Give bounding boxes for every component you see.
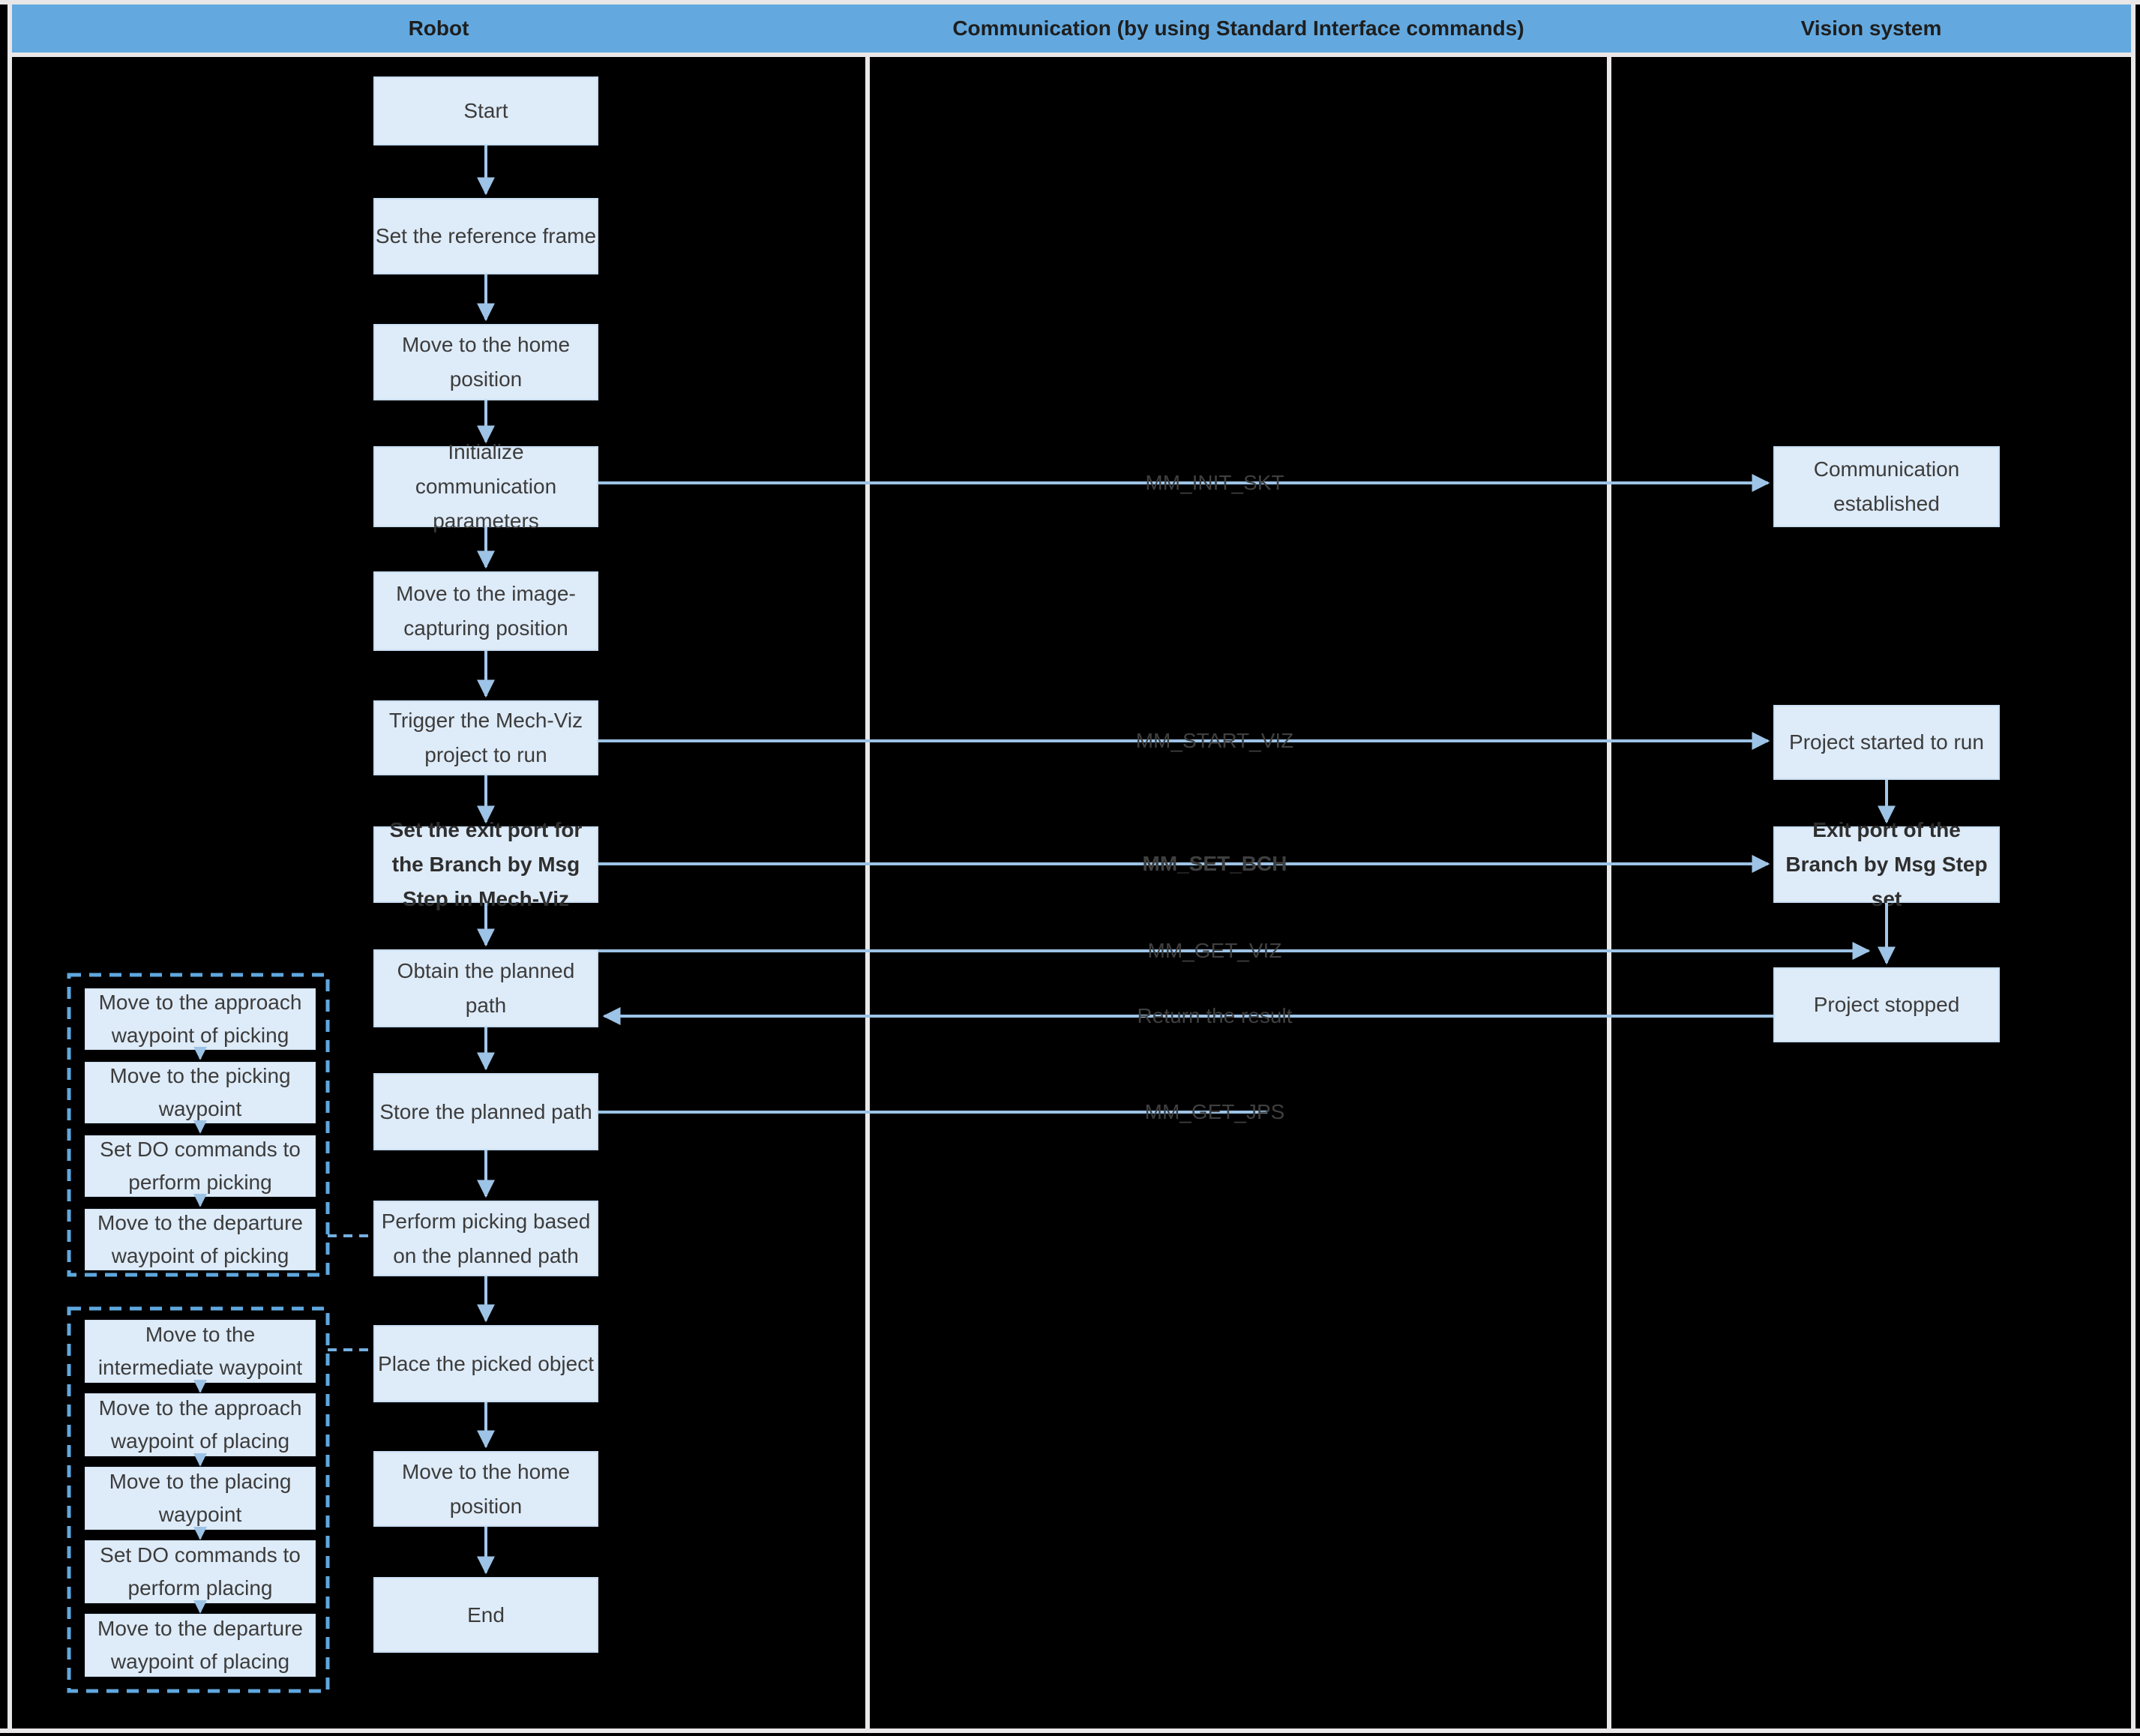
flow-node-departure-waypoint-placing: Move to the departure waypoint of placin… [85,1614,316,1677]
header-underline [7,52,2136,57]
message-label-mm-get-jps: MM_GET_JPS [1144,1100,1285,1123]
message-label-mm-init-skt: MM_INIT_SKT [1145,471,1284,494]
lane-divider-2 [1607,57,1611,1729]
flow-node-label: Project stopped [1813,993,1960,1016]
flow-node-label: Communication established [1813,457,1960,515]
flow-node-label: Move to the departure waypoint of placin… [97,1617,303,1673]
flow-node-intermediate-waypoint: Move to the intermediate waypoint [85,1320,316,1383]
flow-node-init-communication: Initialize communication parameters [373,440,598,532]
flow-node-label: Move to the placing waypoint [109,1470,292,1526]
message-label-mm-start-viz: MM_START_VIZ [1135,729,1294,752]
flow-node-label: Perform picking based on the planned pat… [381,1209,591,1267]
flow-node-label: Move to the approach waypoint of picking [98,991,302,1047]
flow-node-label: Set DO commands to perform placing [100,1543,301,1600]
lane-header-vision: Vision system [1611,4,2131,52]
flow-node-label: Exit port of the Branch by Msg Step set [1785,818,1988,910]
flow-node-start: Start [373,76,598,145]
picking-group-outline [67,973,330,1277]
flow-node-end: End [373,1577,598,1653]
flow-node-approach-waypoint-placing: Move to the approach waypoint of placing [85,1393,316,1456]
lane-header-label: Robot [408,16,469,40]
lane-header-label: Communication (by using Standard Interfa… [952,16,1524,40]
flow-node-departure-waypoint-picking: Move to the departure waypoint of pickin… [85,1209,316,1270]
flow-node-set-do-picking: Set DO commands to perform picking [85,1135,316,1197]
flow-node-label: Initialize communication parameters [415,440,557,532]
flow-node-label: Move to the home position [401,1459,571,1518]
lane-divider-1 [865,57,870,1729]
placing-group-outline [67,1306,330,1693]
flow-node-project-started: Project started to run [1773,705,2000,780]
flow-node-move-home-1: Move to the home position [373,324,598,400]
flow-node-label: Set DO commands to perform picking [100,1138,301,1194]
flow-node-communication-established: Communication established [1773,446,2000,527]
flow-node-project-stopped: Project stopped [1773,967,2000,1042]
lane-header-communication: Communication (by using Standard Interfa… [870,4,1607,52]
flow-node-set-exit-port: Set the exit port for the Branch by Msg … [373,818,598,910]
flow-node-label: Move to the intermediate waypoint [97,1323,303,1379]
flow-node-obtain-planned-path: Obtain the planned path [373,949,598,1027]
flow-node-label: Set the reference frame [375,224,597,247]
flow-node-label: Move to the picking waypoint [109,1064,291,1120]
flow-node-label: Obtain the planned path [397,959,575,1017]
flow-node-label: Project started to run [1789,730,1984,754]
flow-node-label: Start [463,99,508,122]
flow-node-placing-waypoint: Move to the placing waypoint [85,1467,316,1530]
group-connectors [328,1234,373,1351]
flow-node-move-home-2: Move to the home position [373,1451,598,1527]
flow-node-perform-picking: Perform picking based on the planned pat… [373,1201,598,1276]
message-label-mm-set-bch: MM_SET_BCH [1142,852,1287,875]
flow-node-label: Move to the departure waypoint of pickin… [97,1211,303,1267]
flow-node-move-image-capturing: Move to the image-capturing position [373,571,598,651]
flow-node-label: Trigger the Mech-Viz project to run [388,709,583,766]
message-arrows [598,474,1871,1114]
flow-node-set-do-placing: Set DO commands to perform placing [85,1540,316,1603]
header-band [12,4,2131,52]
flow-node-label: Move to the home position [401,333,571,391]
flow-node-trigger-mechviz: Trigger the Mech-Viz project to run [373,700,598,775]
message-label-mm-get-viz: MM_GET_VIZ [1147,939,1282,962]
frame-border-right [2131,0,2136,1733]
flow-node-place-object: Place the picked object [373,1325,598,1402]
frame-border-bottom [0,1729,2140,1733]
flow-node-label: Move to the approach waypoint of placing [98,1396,302,1453]
frame-border-top [0,0,2140,4]
flow-node-label: Place the picked object [378,1351,594,1375]
flow-node-set-reference-frame: Set the reference frame [373,198,598,274]
lane-header-robot: Robot [12,4,865,52]
message-label-return-result: Return the result [1137,1004,1293,1027]
flow-node-label: End [467,1603,505,1627]
flow-node-label: Move to the image-capturing position [396,582,576,640]
lane-header-label: Vision system [1800,16,1942,40]
frame-border-left [7,0,12,1733]
flow-node-label: Set the exit port for the Branch by Msg … [389,818,583,910]
flow-node-exit-port-set: Exit port of the Branch by Msg Step set [1773,818,2000,910]
flow-node-approach-waypoint-picking: Move to the approach waypoint of picking [85,988,316,1050]
flow-node-store-planned-path: Store the planned path [373,1073,598,1150]
flow-node-label: Store the planned path [379,1099,592,1123]
flow-node-picking-waypoint: Move to the picking waypoint [85,1062,316,1123]
